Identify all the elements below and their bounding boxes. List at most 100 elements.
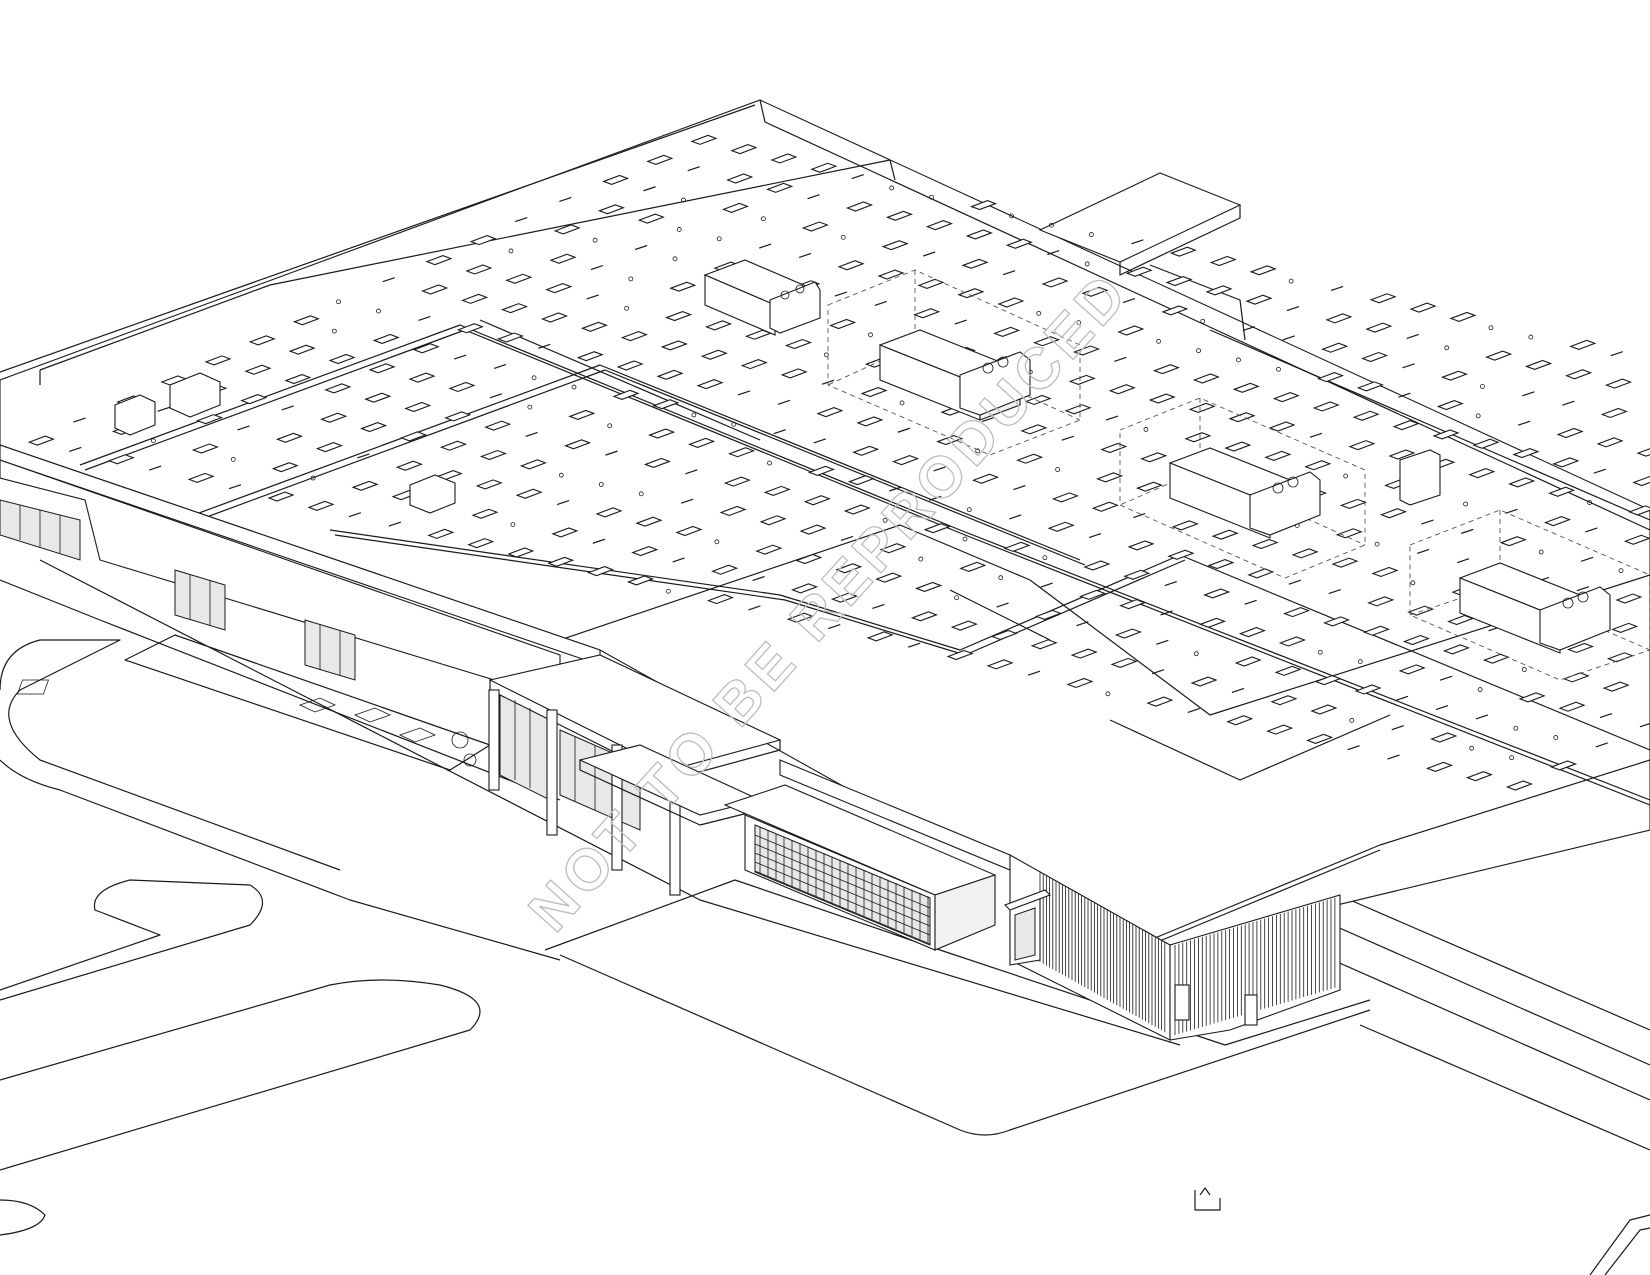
roof-unit xyxy=(395,460,423,471)
roof-unit xyxy=(1306,733,1334,744)
roof-unit xyxy=(669,281,697,292)
roof-unit xyxy=(840,535,854,541)
metal-siding xyxy=(1039,872,1336,1035)
roof-unit xyxy=(1600,407,1628,419)
roof-unit xyxy=(889,185,895,191)
roof-unit xyxy=(1207,558,1235,570)
roof-unit xyxy=(587,566,615,577)
roof-unit xyxy=(515,216,528,223)
roof-unit xyxy=(1374,541,1380,547)
roof-unit xyxy=(835,563,863,574)
roof-unit xyxy=(1127,540,1155,551)
roof-unit xyxy=(484,420,512,431)
roof-unit xyxy=(1402,363,1415,369)
roof-unit xyxy=(740,359,768,370)
roof-unit xyxy=(1088,533,1102,539)
roof-unit xyxy=(195,414,224,425)
roof-unit xyxy=(1398,392,1411,398)
roof-unit xyxy=(1425,761,1454,772)
roof-unit xyxy=(1034,609,1063,620)
roof-unit xyxy=(1288,278,1294,284)
roof-unit xyxy=(688,437,716,448)
roof-unit xyxy=(1505,508,1518,514)
roof-unit xyxy=(1347,745,1360,751)
roof-unit xyxy=(881,240,909,251)
roof-unit xyxy=(1525,359,1553,371)
roof-unit xyxy=(307,500,335,511)
roof-unit xyxy=(1076,320,1082,326)
roof-unit xyxy=(471,508,499,519)
roof-unit xyxy=(558,472,564,478)
roof-unit xyxy=(1005,238,1033,249)
roof-unit xyxy=(1283,606,1311,618)
roof-unit xyxy=(813,438,826,444)
roof-unit xyxy=(507,547,535,558)
roof-unit xyxy=(1156,639,1169,645)
roof-unit xyxy=(1580,556,1594,562)
roof-unit xyxy=(1623,534,1650,545)
roof-unit xyxy=(1083,560,1111,571)
roof-unit xyxy=(1236,357,1241,363)
roof-unit xyxy=(527,404,533,410)
roof-unit xyxy=(275,432,304,443)
roof-unit xyxy=(1406,333,1419,340)
roof-unit xyxy=(1312,401,1340,412)
roof-unit xyxy=(590,264,604,271)
roof-unit xyxy=(1036,310,1042,316)
roof-unit xyxy=(549,253,577,264)
roof-unit xyxy=(1167,549,1195,560)
roof-unit xyxy=(1558,701,1586,712)
roof-unit xyxy=(1604,378,1633,389)
roof-unit xyxy=(1348,440,1376,451)
roof-unit xyxy=(1234,656,1262,667)
roof-unit xyxy=(1611,622,1639,633)
roof-unit xyxy=(676,227,682,232)
roof-unit xyxy=(1123,569,1151,580)
roof-unit xyxy=(897,427,910,433)
roof-unit xyxy=(628,276,634,282)
roof-unit xyxy=(1362,625,1391,636)
roof-unit xyxy=(1165,275,1193,287)
roof-unit xyxy=(638,491,644,497)
site-paving xyxy=(0,559,1650,1275)
roof-unit xyxy=(1187,707,1200,714)
roof-unit xyxy=(620,331,648,342)
roof-unit xyxy=(885,210,914,221)
roof-unit xyxy=(1238,627,1266,638)
roof-unit xyxy=(580,321,609,332)
roof-unit xyxy=(540,312,569,323)
roof-unit xyxy=(1564,369,1593,380)
rtu-2 xyxy=(1119,397,1366,579)
roof-unit xyxy=(505,273,533,284)
roof-unit xyxy=(1521,667,1527,672)
roof-unit xyxy=(1444,345,1450,351)
roof-unit xyxy=(660,340,688,351)
roof-unit xyxy=(1354,684,1382,695)
roof-unit xyxy=(1499,536,1527,547)
roof-unit xyxy=(1084,261,1090,267)
roof-unit xyxy=(1276,366,1281,372)
roof-unit xyxy=(1226,715,1254,726)
roof-unit xyxy=(840,234,846,240)
roof-unit xyxy=(767,460,772,466)
site-fixture xyxy=(1194,1187,1221,1211)
roof-unit xyxy=(1251,538,1279,550)
roof-unit xyxy=(69,446,82,453)
front-glazed-volume xyxy=(723,759,1011,951)
roof-unit xyxy=(328,353,356,365)
roof-unit xyxy=(1449,311,1477,323)
roof-unit xyxy=(1309,432,1323,438)
roof-unit xyxy=(936,434,964,446)
roof-unit xyxy=(1091,501,1119,512)
west-wing-facade xyxy=(0,444,601,701)
roof-unit xyxy=(950,620,978,631)
roof-unit xyxy=(1321,342,1349,353)
roof-unit xyxy=(368,363,396,374)
roof-unit xyxy=(716,236,722,242)
roof-unit xyxy=(823,352,829,358)
roof-unit xyxy=(685,469,698,475)
roof-unit xyxy=(1148,393,1176,404)
roof-unit xyxy=(404,401,432,413)
roof-unit xyxy=(418,315,431,321)
roof-unit xyxy=(1030,639,1058,650)
